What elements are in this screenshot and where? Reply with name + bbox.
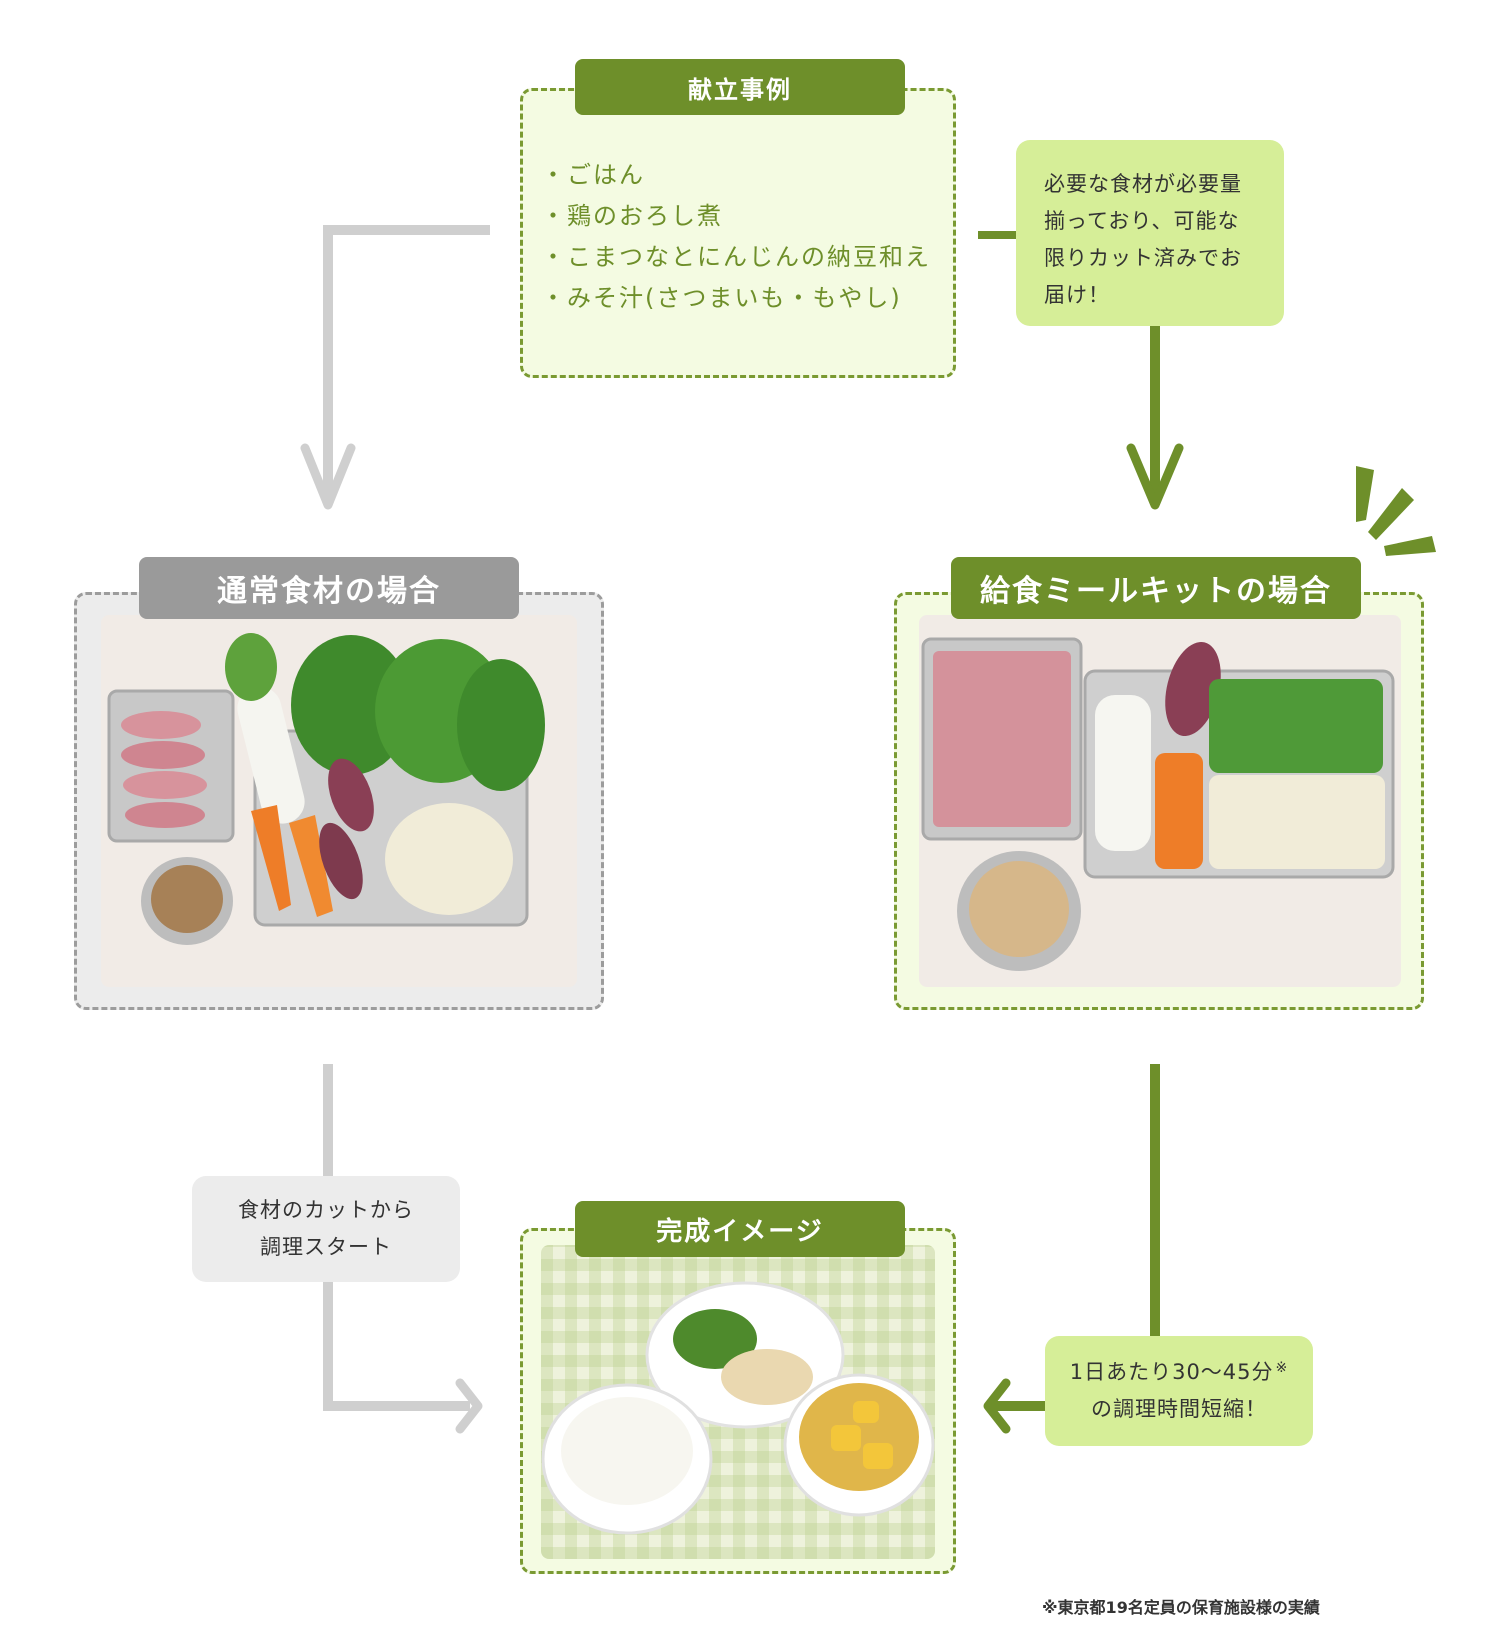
ingredients-illustration bbox=[107, 633, 545, 945]
note-line: 揃っており、可能な bbox=[1044, 209, 1240, 233]
list-item: ごはん bbox=[541, 155, 931, 196]
arrow-down-icon bbox=[300, 443, 356, 510]
mealkit-illustration bbox=[921, 637, 1395, 971]
note-line: 食材のカットから bbox=[238, 1198, 414, 1222]
note-line: の調理時間短縮！ bbox=[1091, 1397, 1267, 1421]
note-line: 限りカット済みでお bbox=[1044, 246, 1242, 270]
finished-image-title: 完成イメージ bbox=[575, 1201, 905, 1257]
list-item: みそ汁(さつまいも・もやし) bbox=[541, 278, 931, 319]
mealkit-benefit-note: 必要な食材が必要量 揃っており、可能な 限りカット済みでお 届け！ bbox=[1016, 140, 1284, 326]
arrow-right-icon bbox=[455, 1378, 483, 1434]
menu-example-title: 献立事例 bbox=[575, 59, 905, 115]
finished-image-panel: 完成イメージ bbox=[520, 1201, 956, 1574]
arrow-down-icon bbox=[1126, 443, 1184, 510]
note-line: 必要な食材が必要量 bbox=[1044, 172, 1242, 196]
menu-example-box: 献立事例 ごはん 鶏のおろし煮 こまつなとにんじんの納豆和え みそ汁(さつまいも… bbox=[520, 59, 956, 378]
normal-ingredients-title: 通常食材の場合 bbox=[139, 557, 519, 619]
finished-meal-illustration bbox=[541, 1281, 935, 1535]
finished-meal-photo bbox=[541, 1245, 935, 1559]
footnote: ※東京都19名定員の保育施設様の実績 bbox=[1042, 1598, 1320, 1617]
normal-cooking-note: 食材のカットから 調理スタート bbox=[192, 1176, 460, 1282]
menu-item-list: ごはん 鶏のおろし煮 こまつなとにんじんの納豆和え みそ汁(さつまいも・もやし) bbox=[541, 155, 931, 319]
mealkit-title: 給食ミールキットの場合 bbox=[951, 557, 1361, 619]
burst-lines-icon bbox=[1356, 466, 1436, 556]
normal-ingredients-panel: 通常食材の場合 bbox=[74, 557, 604, 1010]
time-saving-note: 1日あたり30〜45分※ の調理時間短縮！ bbox=[1045, 1336, 1313, 1446]
mealkit-photo bbox=[919, 615, 1401, 987]
footnote-mark: ※ bbox=[1275, 1360, 1289, 1376]
note-line: 届け！ bbox=[1044, 283, 1110, 307]
note-line: 調理スタート bbox=[260, 1235, 392, 1259]
list-item: 鶏のおろし煮 bbox=[541, 196, 931, 237]
mealkit-panel: 給食ミールキットの場合 bbox=[894, 557, 1424, 1010]
list-item: こまつなとにんじんの納豆和え bbox=[541, 237, 931, 278]
connector-menu-to-normal bbox=[323, 225, 490, 500]
normal-ingredients-photo bbox=[101, 615, 577, 987]
arrow-left-icon bbox=[983, 1378, 1011, 1434]
note-line: 1日あたり30〜45分※ bbox=[1069, 1360, 1289, 1384]
